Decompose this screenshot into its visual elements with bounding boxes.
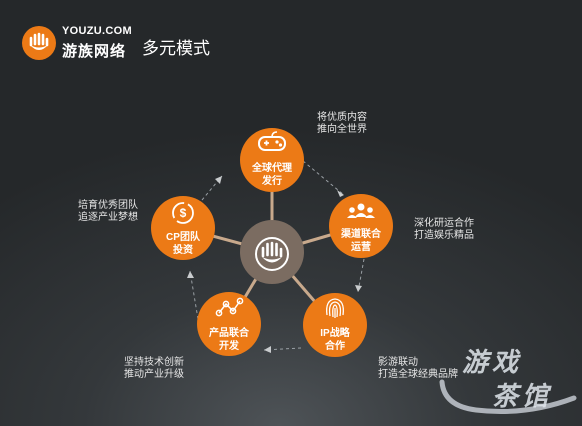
watermark-logo: 游戏 茶馆 <box>436 336 580 418</box>
node-channel-ops <box>329 194 393 258</box>
brand-name-en: YOUZU.COM <box>62 25 132 37</box>
watermark-swoosh-icon <box>439 379 577 414</box>
desc-cp-investment: 培育优秀团队 追逐产业梦想 <box>78 200 138 223</box>
page-title: 多元模式 <box>142 39 210 58</box>
node-label-cp-investment: CP团队 投资 <box>166 232 200 256</box>
dollar-cycle-icon: $ <box>172 202 194 224</box>
node-global-publishing <box>240 128 304 192</box>
node-ip-strategy <box>303 293 367 357</box>
header: YOUZU.COM 游族网络 多元模式 <box>0 0 582 64</box>
desc-global-publishing: 将优质内容 推向全世界 <box>317 112 367 135</box>
gamepad-icon <box>258 131 286 151</box>
youzu-logo-icon <box>22 26 56 60</box>
node-product-dev <box>197 292 261 356</box>
desc-ip-strategy: 影游联动 打造全球经典品牌 <box>378 357 458 380</box>
watermark-text-bottom: 茶馆 <box>492 381 553 411</box>
brand-name-cn: 游族网络 <box>62 43 127 60</box>
node-label-channel-ops: 渠道联合 运营 <box>341 229 381 253</box>
node-label-global-publishing: 全球代理 发行 <box>252 163 292 187</box>
dashed-cycle-path <box>189 160 365 351</box>
desc-channel-ops: 深化研运合作 打造娱乐精品 <box>414 218 474 241</box>
desc-product-dev: 坚持技术创新 推动产业升级 <box>124 357 184 380</box>
node-label-product-dev: 产品联合 开发 <box>209 328 249 352</box>
watermark-text-top: 游戏 <box>462 347 523 377</box>
svg-text:$: $ <box>180 206 187 220</box>
network-nodes-icon <box>215 297 244 317</box>
youzu-hand-logo-icon <box>255 237 289 271</box>
dashed-cycle-arrows <box>187 176 362 353</box>
people-group-icon <box>347 203 375 218</box>
node-cp-investment <box>151 196 215 260</box>
node-label-ip-strategy: IP战略 合作 <box>320 328 350 352</box>
fingerprint-icon <box>326 298 344 318</box>
